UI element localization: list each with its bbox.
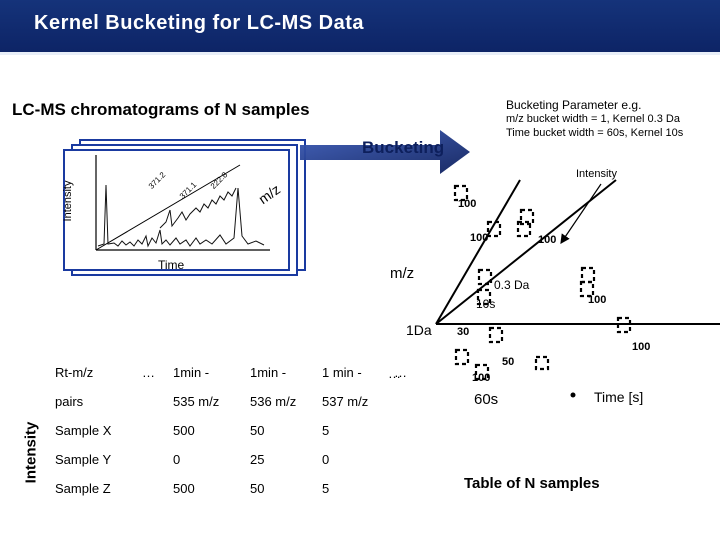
table-header-cell: pairs	[55, 394, 84, 409]
table-cell: 0	[322, 452, 330, 467]
table-cell	[389, 416, 434, 445]
slide-title: Kernel Bucketing for LC-MS Data	[34, 12, 364, 34]
grid-intensity-label: Intensity	[576, 168, 617, 180]
table-header-cell: 1min -	[173, 365, 210, 380]
time-axis-label: Time [s]	[594, 389, 644, 405]
grid-mz-label: m/z	[390, 265, 415, 282]
bucket-value-3: 100	[538, 234, 557, 246]
params-line-2: Time bucket width = 60s, Kernel 10s	[506, 127, 684, 139]
chromatogram-trace-main	[97, 184, 265, 248]
table-intensity-label: Intensity	[22, 421, 40, 484]
table-row: Sample Z 500 50 5	[50, 474, 434, 503]
table-cell: Sample Z	[55, 481, 111, 496]
table-header-cell	[389, 387, 434, 416]
table-header-cell: 535 m/z	[173, 394, 220, 409]
bucketing-label: Bucketing	[362, 138, 445, 157]
time-unit-label: 60s	[474, 391, 499, 408]
table-cell: 50	[250, 423, 265, 438]
table-header-cell: …	[394, 365, 407, 380]
table-caption: Table of N samples	[464, 475, 600, 492]
bucket-value-8: 100	[472, 372, 491, 384]
bucket-value-1: 100	[458, 198, 477, 210]
kernel-mz-label: 0.3 Da	[494, 278, 530, 292]
bucket-value-6: 30	[457, 326, 470, 338]
chromatogram-traces	[97, 184, 265, 248]
params-line-1: m/z bucket width = 1, Kernel 0.3 Da	[506, 113, 680, 125]
table-cell	[389, 445, 434, 474]
table-cell: Sample X	[55, 423, 112, 438]
samples-table: Rt-m/z … 1min - 1min - 1 min - … pairs 5…	[50, 358, 434, 503]
table-ellipsis-right: …	[388, 366, 401, 381]
bucketing-arrow	[300, 130, 470, 174]
bucketing-parameters: Bucketing Parameter e.g. m/z bucket widt…	[506, 98, 683, 140]
table-cell: 500	[173, 423, 195, 438]
table-cell	[389, 474, 434, 503]
bucket-value-2: 100	[470, 232, 489, 244]
table-header-cell: …	[142, 365, 155, 380]
table-header-row-1: Rt-m/z … 1min - 1min - 1 min - …	[50, 358, 434, 387]
title-bar	[0, 0, 720, 52]
table-header-cell: 1min -	[250, 365, 287, 380]
time-axis-dot	[570, 392, 576, 398]
bucket-value-5: 100	[632, 341, 651, 353]
table-cell	[137, 445, 168, 474]
sample-window-front	[63, 149, 290, 271]
sample-window-stack	[63, 139, 306, 276]
table-row: Sample Y 0 25 0	[50, 445, 434, 474]
table-cell	[137, 474, 168, 503]
table-header-cell	[137, 387, 168, 416]
table-cell: 0	[173, 452, 181, 467]
params-title: Bucketing Parameter e.g.	[506, 98, 642, 112]
title-divider	[0, 52, 720, 55]
bucket-value-7: 50	[502, 356, 515, 368]
table-row: Sample X 500 50 5	[50, 416, 434, 445]
chromatogram-trace-depth	[159, 187, 237, 229]
table-header-cell: Rt-m/z	[55, 365, 94, 380]
intensity-pointer-line	[560, 183, 602, 244]
chromatogram-axes	[95, 155, 270, 251]
bucket-value-4: 100	[588, 294, 607, 306]
table-header-cell: 537 m/z	[322, 394, 369, 409]
table-cell: 500	[173, 481, 195, 496]
table-cell: Sample Y	[55, 452, 112, 467]
bucket-boxes	[453, 184, 632, 381]
table-cell	[137, 416, 168, 445]
table-cell: 5	[322, 481, 330, 496]
table-header-cell: 1 min -	[322, 365, 362, 380]
table-header-cell: 536 m/z	[250, 394, 297, 409]
chromatograms-heading: LC-MS chromatograms of N samples	[12, 100, 310, 119]
table-header-row-2: pairs 535 m/z 536 m/z 537 m/z	[50, 387, 434, 416]
table-cell: 50	[250, 481, 265, 496]
kernel-time-label: 10s	[476, 297, 496, 311]
table-cell: 5	[322, 423, 330, 438]
table-cell: 25	[250, 452, 265, 467]
chromatogram-y-label: Intensity	[62, 180, 74, 222]
chromatogram-x-label: Time	[158, 258, 185, 272]
bucket-grid-axes	[435, 179, 720, 325]
grid-mz-unit-label: 1Da	[406, 322, 432, 338]
